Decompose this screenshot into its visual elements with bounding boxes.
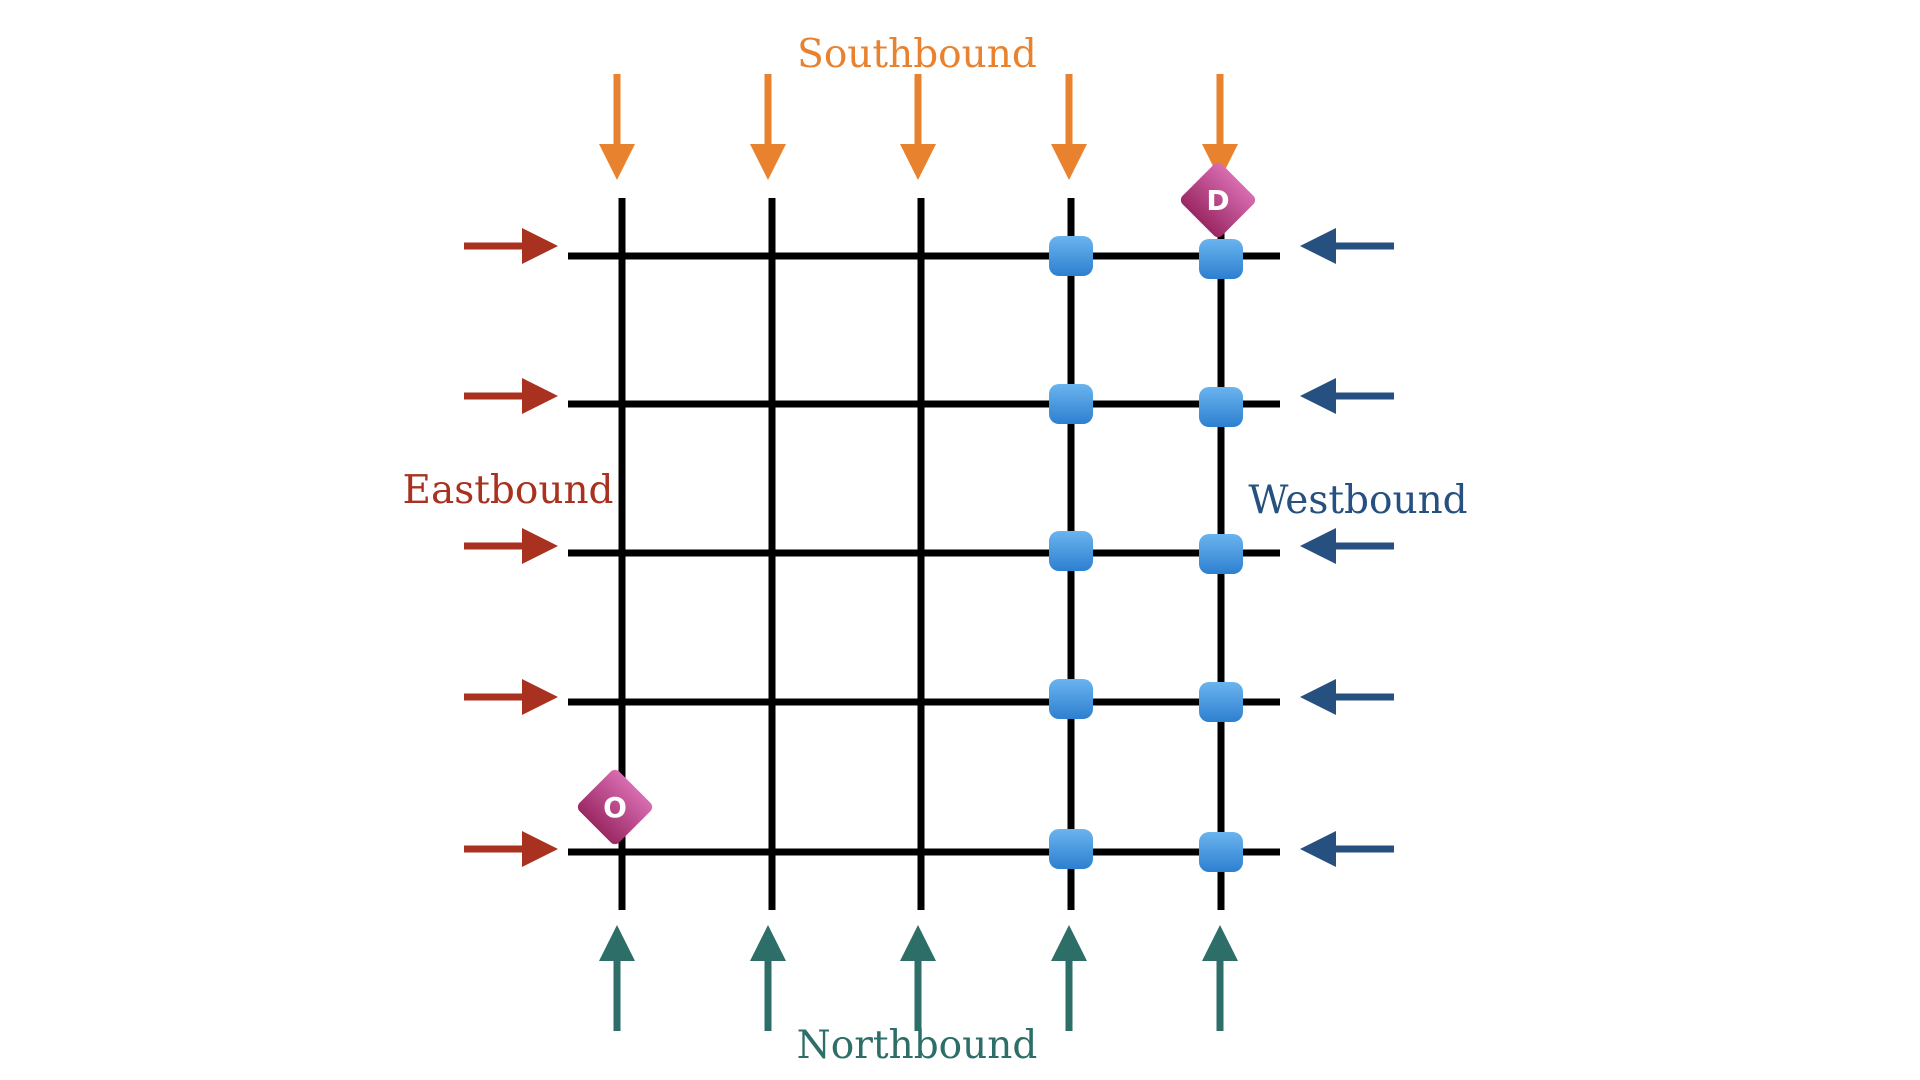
northbound-arrows: [599, 925, 1238, 1031]
southbound-arrows: [599, 74, 1238, 180]
westbound-arrow-4: [1300, 679, 1394, 715]
eastbound-arrows: [464, 228, 558, 867]
westbound-arrow-2: [1300, 378, 1394, 414]
intersection-node-c4-r1: [1049, 236, 1093, 276]
highlighted-intersections: [1049, 236, 1243, 872]
intersection-node-c5-r5: [1199, 832, 1243, 872]
northbound-arrow-2: [750, 925, 786, 1031]
eastbound-arrow-1: [464, 228, 558, 264]
southbound-arrow-4: [1051, 74, 1087, 180]
southbound-arrow-5: [1202, 74, 1238, 180]
origin-marker-label: O: [603, 791, 627, 824]
eastbound-label: Eastbound: [402, 468, 613, 513]
northbound-arrow-3: [900, 925, 936, 1031]
southbound-label: Southbound: [797, 32, 1037, 77]
intersection-node-c5-r3: [1199, 534, 1243, 574]
northbound-arrow-5: [1202, 925, 1238, 1031]
destination-marker-label: D: [1206, 184, 1229, 217]
westbound-label: Westbound: [1248, 478, 1467, 523]
intersection-node-c5-r1: [1199, 239, 1243, 279]
southbound-arrow-1: [599, 74, 635, 180]
westbound-arrow-5: [1300, 831, 1394, 867]
intersection-node-c4-r4: [1049, 679, 1093, 719]
northbound-label: Northbound: [797, 1023, 1038, 1068]
eastbound-arrow-3: [464, 528, 558, 564]
road-grid: [568, 198, 1280, 910]
southbound-arrow-2: [750, 74, 786, 180]
eastbound-arrow-5: [464, 831, 558, 867]
westbound-arrow-3: [1300, 528, 1394, 564]
northbound-arrow-4: [1051, 925, 1087, 1031]
intersection-node-c5-r4: [1199, 682, 1243, 722]
origin-marker: O: [577, 769, 653, 845]
intersection-node-c5-r2: [1199, 387, 1243, 427]
northbound-arrow-1: [599, 925, 635, 1031]
westbound-arrows: [1300, 228, 1394, 867]
intersection-node-c4-r5: [1049, 829, 1093, 869]
eastbound-arrow-2: [464, 378, 558, 414]
eastbound-arrow-4: [464, 679, 558, 715]
destination-marker: D: [1180, 162, 1256, 238]
intersection-node-c4-r2: [1049, 384, 1093, 424]
intersection-node-c4-r3: [1049, 531, 1093, 571]
westbound-arrow-1: [1300, 228, 1394, 264]
southbound-arrow-3: [900, 74, 936, 180]
